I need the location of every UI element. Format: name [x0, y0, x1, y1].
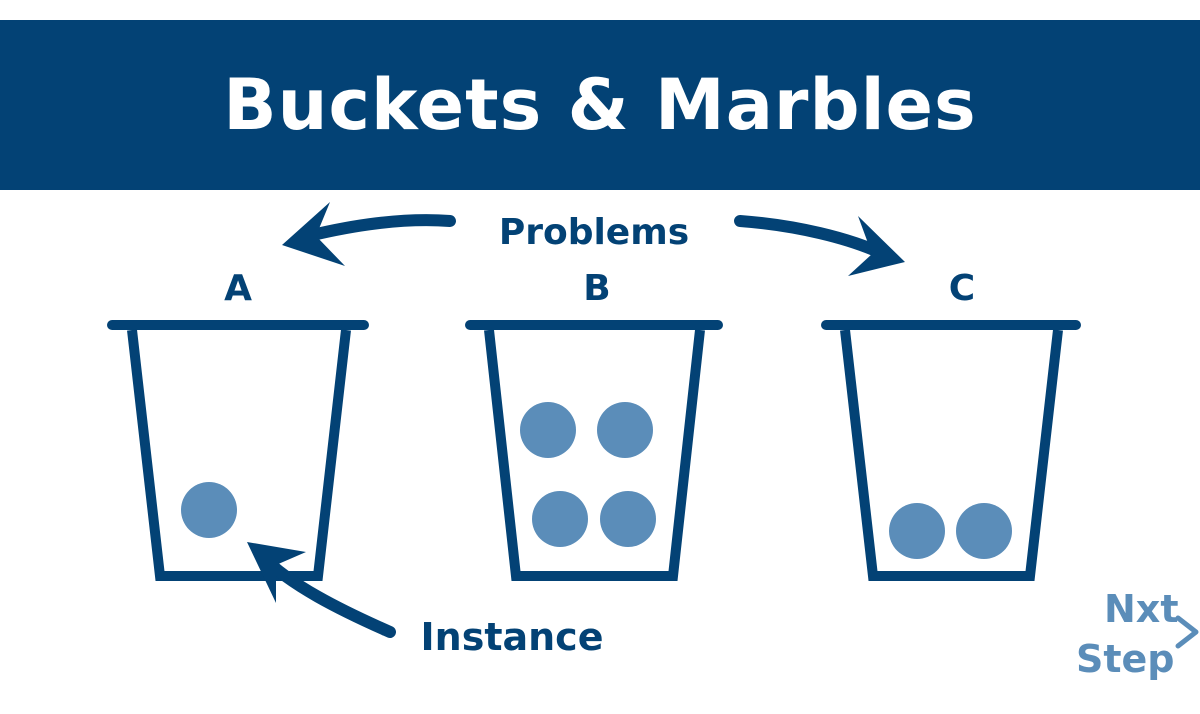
marble	[532, 491, 588, 547]
marble	[889, 503, 945, 559]
bucket-a: A	[107, 268, 369, 581]
marble	[520, 402, 576, 458]
title-banner: Buckets & Marbles	[0, 20, 1200, 190]
nxtstep-logo: Nxt Step	[1076, 587, 1199, 681]
arrow-to-a	[282, 202, 456, 266]
instance-arrow	[247, 542, 396, 638]
bucket-body-b	[484, 329, 705, 581]
marble	[956, 503, 1012, 559]
bucket-b: B	[465, 268, 723, 581]
bucket-label-a: A	[224, 268, 252, 309]
bucket-body-a	[127, 329, 351, 581]
marble	[600, 491, 656, 547]
bucket-c: C	[821, 268, 1081, 581]
bucket-body-c	[840, 329, 1063, 581]
marble	[181, 482, 237, 538]
bucket-label-b: B	[583, 268, 610, 309]
logo-arrow-icon	[1175, 615, 1199, 649]
page-title: Buckets & Marbles	[223, 64, 977, 146]
logo-line-2: Step	[1076, 637, 1175, 681]
marble	[597, 402, 653, 458]
arrow-to-c	[734, 215, 905, 276]
bucket-label-c: C	[949, 268, 975, 309]
instance-label: Instance	[421, 615, 604, 659]
logo-line-1: Nxt	[1104, 587, 1178, 631]
problems-label: Problems	[499, 212, 689, 253]
